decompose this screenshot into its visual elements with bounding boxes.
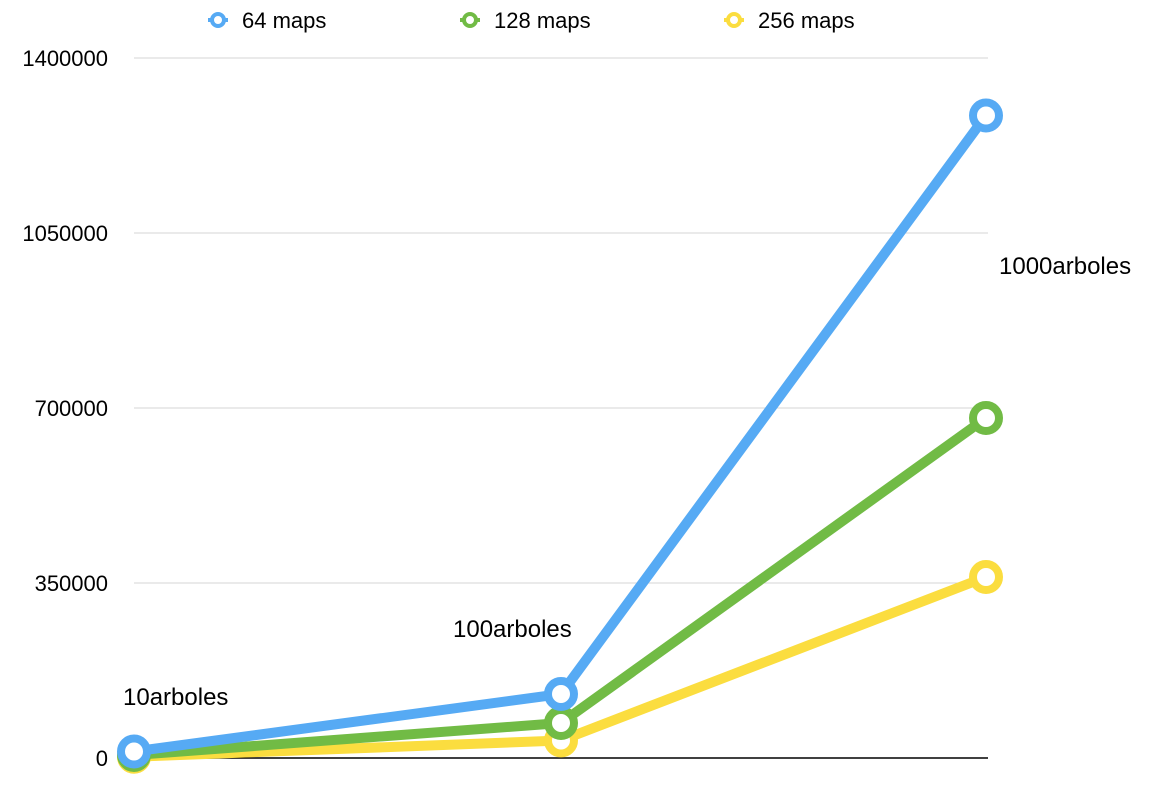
legend-item: 128 maps: [460, 8, 591, 33]
legend-item: 64 maps: [208, 8, 326, 33]
data-point: [969, 401, 1003, 435]
data-point: [544, 677, 578, 711]
data-point: [544, 706, 578, 740]
series-line: [129, 110, 991, 757]
legend-swatch-marker: [462, 12, 478, 28]
y-tick-label: 350000: [35, 571, 108, 596]
y-axis: 0 350000 700000 1050000 1400000: [22, 46, 108, 771]
category-label: 100arboles: [453, 616, 572, 643]
category-label: 10arboles: [123, 684, 228, 711]
gridlines: [134, 57, 988, 584]
legend-swatch-marker: [210, 12, 226, 28]
legend-label: 256 maps: [758, 8, 855, 33]
legend-label: 64 maps: [242, 8, 326, 33]
legend-swatch-marker: [726, 12, 742, 28]
y-tick-label: 1400000: [22, 46, 108, 71]
data-point: [969, 560, 1003, 594]
legend-label: 128 maps: [494, 8, 591, 33]
data-point: [117, 734, 151, 769]
y-tick-label: 0: [96, 746, 108, 771]
series-group: [117, 98, 1003, 774]
legend-item: 256 maps: [724, 8, 855, 33]
category-label: 1000arboles: [999, 253, 1131, 280]
y-tick-label: 700000: [35, 396, 108, 421]
legend: 64 maps 128 maps 256 maps: [208, 8, 855, 33]
data-point: [969, 98, 1003, 133]
category-labels: 10arboles 100arboles 1000arboles: [123, 253, 1131, 711]
y-tick-label: 1050000: [22, 221, 108, 246]
